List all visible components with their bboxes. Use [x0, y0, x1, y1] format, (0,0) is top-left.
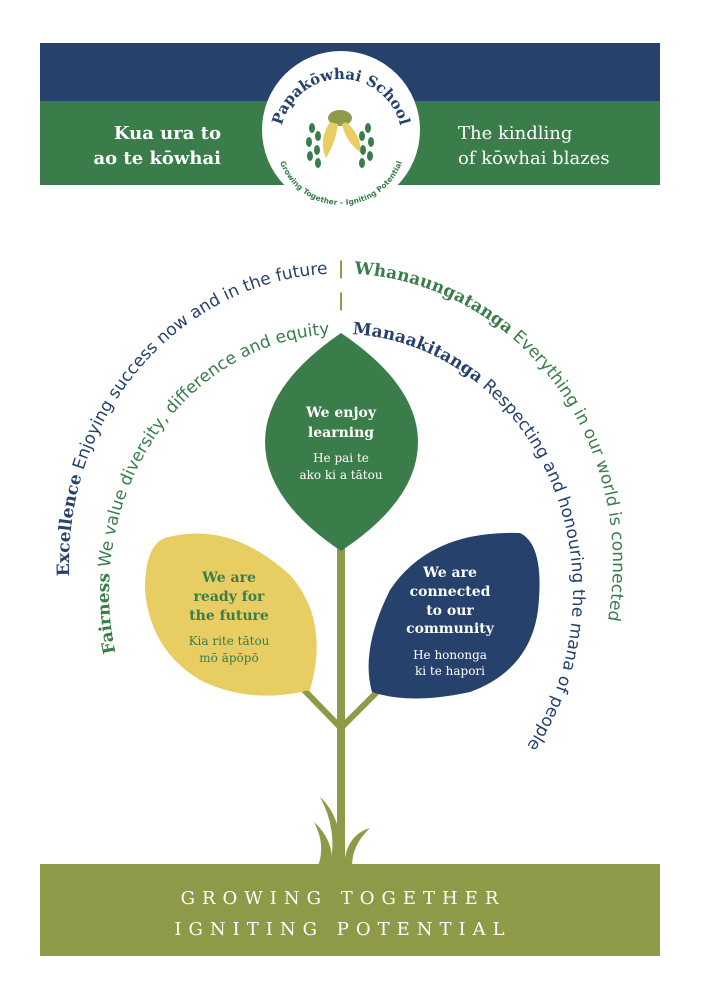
leaf-left-title1: We are — [201, 570, 256, 586]
leaf-center — [265, 333, 418, 551]
leaf-right-title4: community — [406, 621, 495, 637]
header-left-line2: ao te kōwhai — [93, 148, 221, 169]
kowhai-flower-icon — [306, 110, 374, 168]
leaf-center-title2: learning — [308, 425, 374, 441]
leaf-center-title1: We enjoy — [305, 405, 377, 421]
leaf-right-sub2: ki te hapori — [415, 664, 485, 678]
plant-stem — [301, 545, 382, 870]
leaf-right — [368, 532, 540, 699]
leaf-left — [145, 533, 317, 696]
leaf-right-title1: We are — [422, 565, 477, 581]
grass-icon — [314, 797, 370, 866]
leaf-left-title3: the future — [189, 608, 269, 624]
header-left-line1: Kua ura to — [114, 123, 221, 144]
footer-banner — [40, 864, 660, 956]
leaf-right-sub1: He hononga — [413, 648, 487, 662]
footer-line2: IGNITING POTENTIAL — [174, 919, 511, 940]
separator-outer: | — [338, 258, 345, 279]
fairness-title: Fairness — [94, 572, 120, 655]
separator-inner: | — [338, 290, 345, 311]
excellence-title: Excellence — [54, 471, 87, 576]
leaf-center-sub2: ako ki a tātou — [299, 468, 382, 482]
footer-line1: GROWING TOGETHER — [181, 888, 506, 909]
leaf-left-title2: ready for — [194, 589, 266, 605]
leaf-center-sub1: He pai te — [313, 451, 369, 465]
leaf-left-sub1: Kia rite tātou — [189, 634, 270, 648]
header-right-line2: of kōwhai blazes — [458, 148, 610, 169]
leaf-right-title3: to our — [426, 603, 474, 619]
school-logo: Papakōwhai School Growing Together – Ign… — [262, 51, 420, 209]
leaf-left-sub2: mō āpōpō — [199, 651, 258, 665]
leaf-right-title2: connected — [410, 584, 491, 600]
header-right-line1: The kindling — [458, 123, 572, 144]
